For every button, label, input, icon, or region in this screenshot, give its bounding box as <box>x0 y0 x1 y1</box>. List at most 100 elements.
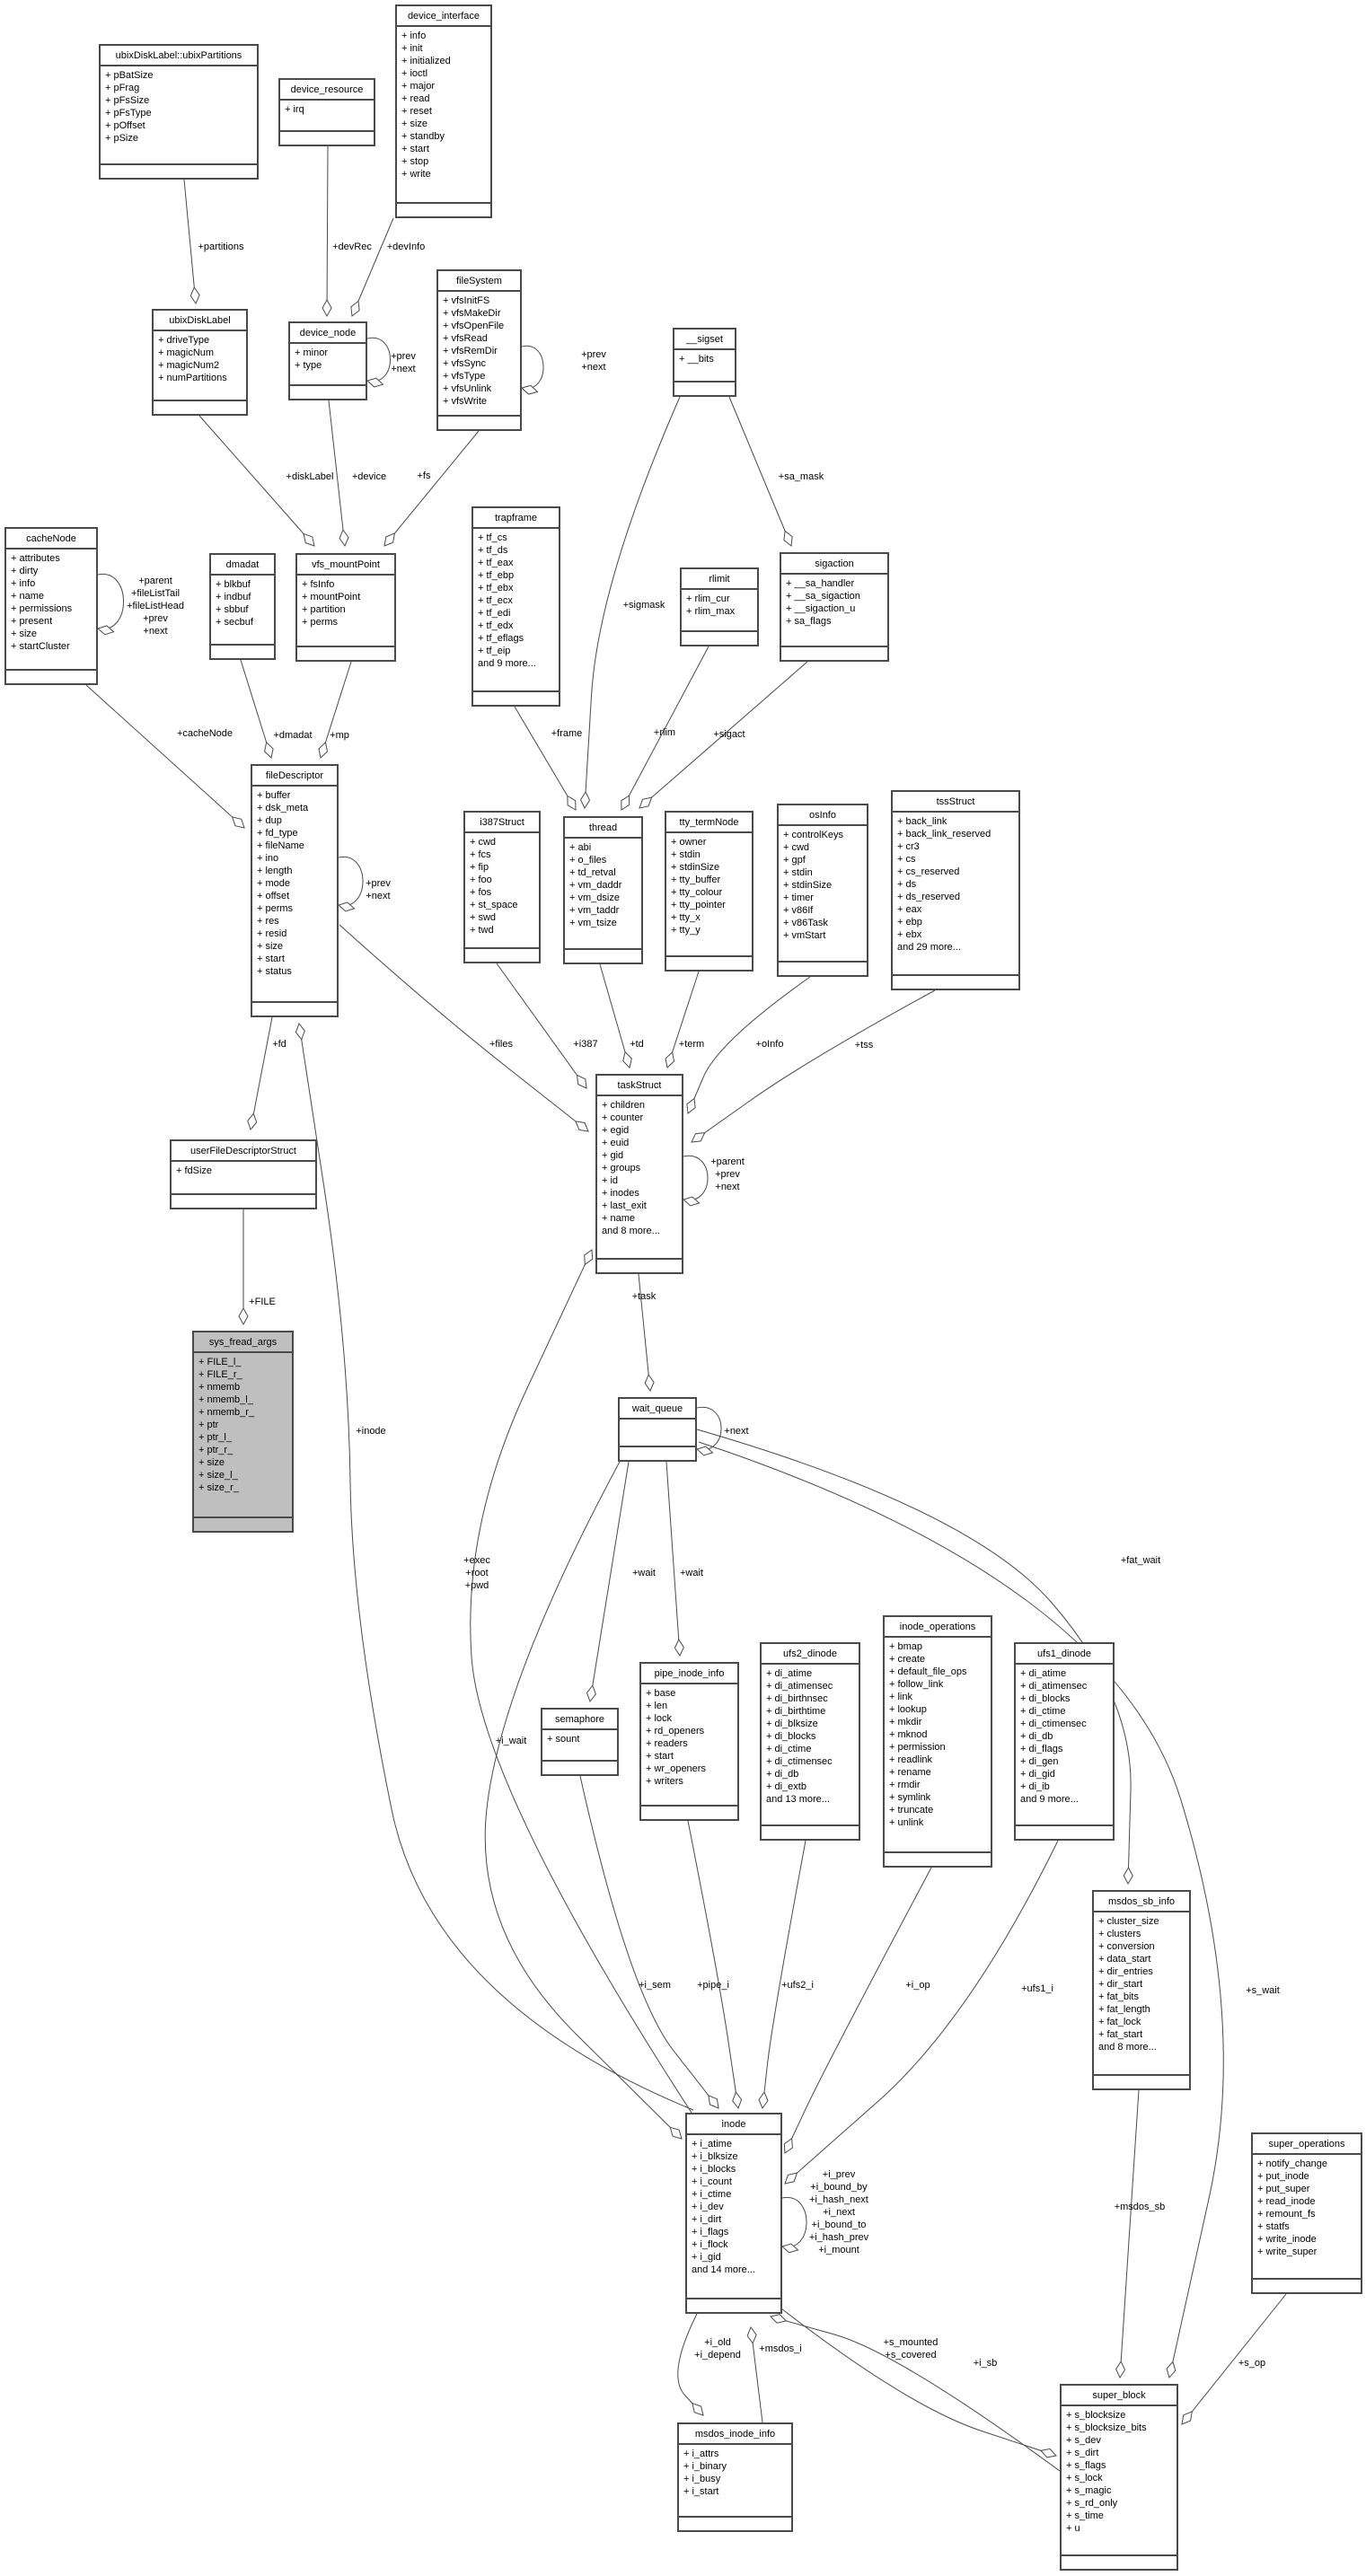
class-attribute: + minor <box>295 347 328 358</box>
class-i387Struct[interactable]: i387Struct+ cwd+ fcs+ fip+ foo+ fos+ st_… <box>463 811 541 963</box>
edge-label: +sa_mask <box>778 471 824 482</box>
class-ubixPartitions[interactable]: ubixDiskLabel::ubixPartitions+ pBatSize+… <box>99 44 259 180</box>
class-tty_termNode[interactable]: tty_termNode+ owner+ stdin+ stdinSize+ t… <box>665 811 754 971</box>
class-attribute: + wr_openers <box>646 1763 706 1774</box>
edge-label: +i387 <box>573 1039 598 1050</box>
aggregation-diamond-icon <box>96 625 115 636</box>
edge-ufs1_i <box>784 1840 1059 2185</box>
class-cacheNode[interactable]: cacheNode+ attributes+ dirty+ info+ name… <box>4 527 98 685</box>
class-device_interface[interactable]: device_interface+ info+ init+ initialize… <box>395 4 492 218</box>
edge-label: +sigmask <box>622 600 665 611</box>
class-attribute: + numPartitions <box>158 373 227 383</box>
class-inode[interactable]: inode+ i_atime+ i_blksize+ i_blocks+ i_c… <box>685 2113 782 2314</box>
aggregation-diamond-icon <box>708 2095 719 2109</box>
class-taskStruct[interactable]: taskStruct+ children+ counter+ egid+ eui… <box>595 1074 683 1274</box>
class-methods-compartment <box>438 417 520 429</box>
class-ufs2_dinode[interactable]: ufs2_dinode+ di_atime+ di_atimensec+ di_… <box>760 1642 860 1841</box>
edge-label: +i_old +i_depend <box>694 2337 741 2361</box>
edge-label: +wait <box>632 1568 656 1578</box>
class-attribute: + status <box>257 966 292 977</box>
class-attribute: and 29 more... <box>897 942 961 953</box>
class-msdos_inode_info[interactable]: msdos_inode_info+ i_attrs+ i_binary+ i_b… <box>677 2422 793 2532</box>
aggregation-diamond-icon <box>686 1097 696 1114</box>
class-msdos_sb_info[interactable]: msdos_sb_info+ cluster_size+ clusters+ c… <box>1092 1890 1191 2090</box>
class-super_block[interactable]: super_block+ s_blocksize+ s_blocksize_bi… <box>1060 2384 1178 2571</box>
edge-fd <box>250 1016 273 1130</box>
class-attribute: + stdinSize <box>671 862 720 873</box>
class-attribute: + dup <box>257 815 282 826</box>
aggregation-diamond-icon <box>337 901 356 912</box>
class-attribute: + tty_y <box>671 925 701 936</box>
edge-label: +s_mounted +s_covered <box>883 2337 939 2361</box>
class-attribute: + statfs <box>1257 2221 1290 2232</box>
class-ubixDiskLabel[interactable]: ubixDiskLabel+ driveType+ magicNum+ magi… <box>152 309 248 416</box>
class-title: i387Struct <box>465 813 539 833</box>
class-attribute: + symlink <box>889 1792 931 1803</box>
class-attribute: + write <box>401 169 431 180</box>
class-attributes: + di_atime+ di_atimensec+ di_blocks+ di_… <box>1016 1665 1113 1826</box>
edge-label: +prev +next <box>391 351 416 374</box>
class-attribute: + __sigaction_u <box>786 603 856 614</box>
class-attribute: + tf_ebx <box>478 583 514 593</box>
class-title: fileSystem <box>438 271 520 292</box>
class-title: taskStruct <box>597 1076 682 1096</box>
class-attribute: + vm_tsize <box>569 918 617 928</box>
class-attributes: + abi+ o_files+ td_retval+ vm_daddr+ vm_… <box>565 839 641 950</box>
class-semaphore[interactable]: semaphore+ sount <box>541 1708 619 1776</box>
class-attribute: + rd_openers <box>646 1726 705 1736</box>
class-attribute: + buffer <box>257 790 291 801</box>
class-thread[interactable]: thread+ abi+ o_files+ td_retval+ vm_dadd… <box>563 816 643 964</box>
aggregation-diamond-icon <box>622 1051 632 1068</box>
class-attribute: + stdin <box>671 849 701 860</box>
class-attribute: + counter <box>602 1112 644 1123</box>
class-attribute: + fat_start <box>1098 2029 1143 2040</box>
class-dmadat[interactable]: dmadat+ blkbuf+ indbuf+ sbbuf+ secbuf <box>209 553 276 660</box>
class-attribute: + i_blocks <box>692 2164 736 2175</box>
class-attribute: + inodes <box>602 1188 639 1199</box>
class-attribute: + ds <box>897 879 917 890</box>
class-attributes: + FILE_l_+ FILE_r_+ nmemb+ nmemb_l_+ nme… <box>194 1353 292 1518</box>
class-attribute: + vfsMakeDir <box>443 308 501 319</box>
edge-frame <box>514 706 577 811</box>
edge-diskLabel <box>198 415 315 547</box>
class-wait_queue[interactable]: wait_queue <box>618 1397 697 1462</box>
class-inode_operations[interactable]: inode_operations+ bmap+ create+ default_… <box>883 1615 992 1868</box>
class-attribute: + di_db <box>766 1769 799 1780</box>
class-attribute: + nmemb <box>198 1382 241 1393</box>
aggregation-diamond-icon <box>780 2243 799 2254</box>
class-attribute: + indbuf <box>216 592 251 602</box>
class-attribute: + cluster_size <box>1098 1916 1159 1927</box>
class-vfs_mountPoint[interactable]: vfs_mountPoint+ fsInfo+ mountPoint+ part… <box>295 553 396 662</box>
class-attributes: + blkbuf+ indbuf+ sbbuf+ secbuf <box>211 576 274 646</box>
class-device_resource[interactable]: device_resource+ irq <box>278 78 375 146</box>
class-attribute: + pFsSize <box>105 95 150 106</box>
edge-s_mounted-s_covered <box>777 2305 1057 2457</box>
class-methods-compartment <box>1062 2556 1177 2569</box>
class-pipe_inode_info[interactable]: pipe_inode_info+ base+ len+ lock+ rd_ope… <box>639 1662 739 1821</box>
class-attribute: + tf_cs <box>478 532 507 543</box>
class-device_node[interactable]: device_node+ minor+ type <box>288 321 367 400</box>
class-tssStruct[interactable]: tssStruct+ back_link+ back_link_reserved… <box>891 790 1020 990</box>
class-attributes: + __bits <box>674 350 735 382</box>
edge-label: +wait <box>680 1568 703 1578</box>
class-attribute: + children <box>602 1100 646 1111</box>
class-fileDescriptor[interactable]: fileDescriptor+ buffer+ dsk_meta+ dup+ f… <box>251 764 339 1017</box>
class-attribute: + i_ctime <box>692 2189 732 2200</box>
edge-cacheNode <box>85 684 245 829</box>
class-attribute: + mknod <box>889 1729 928 1740</box>
class-osInfo[interactable]: osInfo+ controlKeys+ cwd+ gpf+ stdin+ st… <box>777 804 868 977</box>
class-ufs1_dinode[interactable]: ufs1_dinode+ di_atime+ di_atimensec+ di_… <box>1014 1642 1115 1841</box>
class-rlimit[interactable]: rlimit+ rlim_cur+ rlim_max <box>680 567 759 646</box>
class-attribute: + s_dev <box>1066 2435 1101 2446</box>
class-sys_fread_args[interactable]: sys_fread_args+ FILE_l_+ FILE_r_+ nmemb+… <box>192 1331 294 1533</box>
class-super_operations[interactable]: super_operations+ notify_change+ put_ino… <box>1251 2132 1362 2294</box>
class-title: tty_termNode <box>666 813 752 833</box>
class-trapframe[interactable]: trapframe+ tf_cs+ tf_ds+ tf_eax+ tf_ebp+… <box>471 506 560 707</box>
class-__sigset[interactable]: __sigset+ __bits <box>673 328 736 397</box>
class-sigaction[interactable]: sigaction+ __sa_handler+ __sa_sigaction+… <box>780 552 889 662</box>
class-fileSystem[interactable]: fileSystem+ vfsInitFS+ vfsMakeDir+ vfsOp… <box>436 269 522 431</box>
class-methods-compartment <box>252 1003 337 1015</box>
class-attribute: + dir_start <box>1098 1979 1143 1990</box>
class-userFileDescriptorStruct[interactable]: userFileDescriptorStruct+ fdSize <box>170 1139 317 1209</box>
class-attributes: + fsInfo+ mountPoint+ partition+ perms <box>297 576 394 647</box>
